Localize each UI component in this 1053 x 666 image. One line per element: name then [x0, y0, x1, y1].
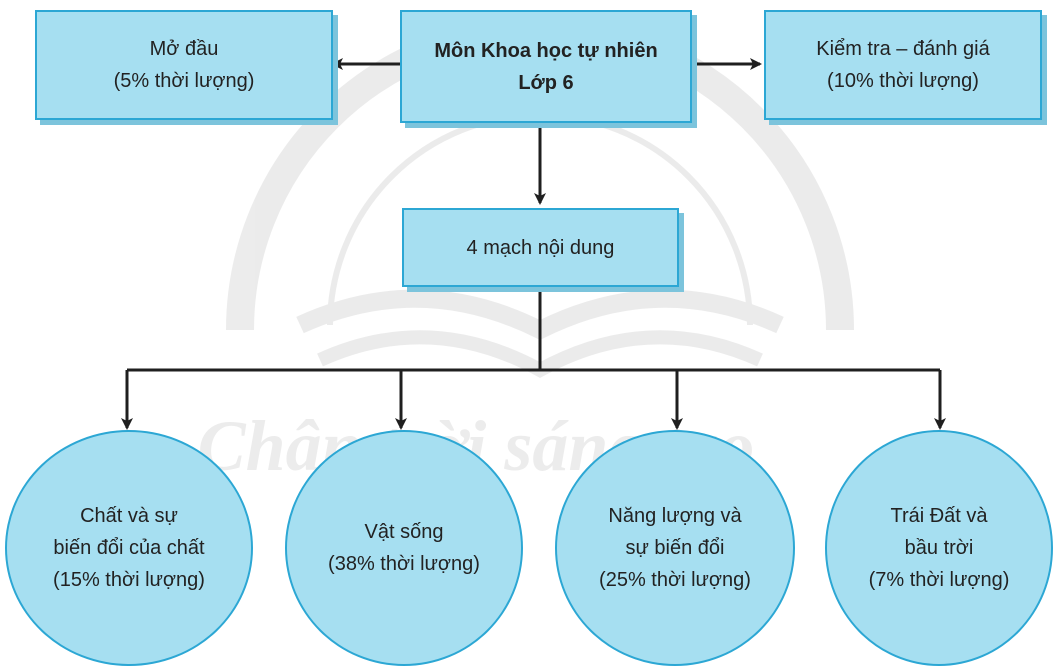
root-box: Môn Khoa học tự nhiên Lớp 6: [400, 10, 692, 123]
topic-3-line-2: sự biến đổi: [625, 537, 725, 559]
topic-circle-matter: Chất và sự biến đổi của chất (15% thời l…: [5, 430, 253, 666]
topic-1-line-3: (15% thời lượng): [53, 569, 205, 591]
topic-4-line-1: Trái Đất và: [890, 505, 988, 527]
topic-4-line-3: (7% thời lượng): [868, 569, 1010, 591]
topic-4-line-2: bầu trời: [904, 537, 974, 559]
topic-2-line-1: Vật sống: [364, 521, 444, 543]
topic-2-line-2: (38% thời lượng): [328, 553, 480, 575]
assessment-box: Kiểm tra – đánh giá (10% thời lượng): [764, 10, 1042, 120]
root-grade: Lớp 6: [518, 71, 574, 94]
assessment-title: Kiểm tra – đánh giá: [816, 38, 990, 60]
strands-title: 4 mạch nội dung: [466, 236, 615, 259]
assessment-share: (10% thời lượng): [827, 70, 979, 92]
topic-circle-earth-sky: Trái Đất và bầu trời (7% thời lượng): [825, 430, 1053, 666]
topic-circle-living-things: Vật sống (38% thời lượng): [285, 430, 523, 666]
root-subject: Môn Khoa học tự nhiên: [434, 39, 658, 62]
topic-circle-energy: Năng lượng và sự biến đổi (25% thời lượn…: [555, 430, 795, 666]
topic-3-line-1: Năng lượng và: [608, 505, 742, 527]
intro-box: Mở đầu (5% thời lượng): [35, 10, 333, 120]
topic-1-line-1: Chất và sự: [80, 505, 178, 527]
topic-1-line-2: biến đổi của chất: [53, 537, 205, 559]
strands-box: 4 mạch nội dung: [402, 208, 679, 287]
intro-title: Mở đầu: [149, 38, 219, 60]
topic-3-line-3: (25% thời lượng): [599, 569, 751, 591]
intro-share: (5% thời lượng): [113, 70, 255, 92]
